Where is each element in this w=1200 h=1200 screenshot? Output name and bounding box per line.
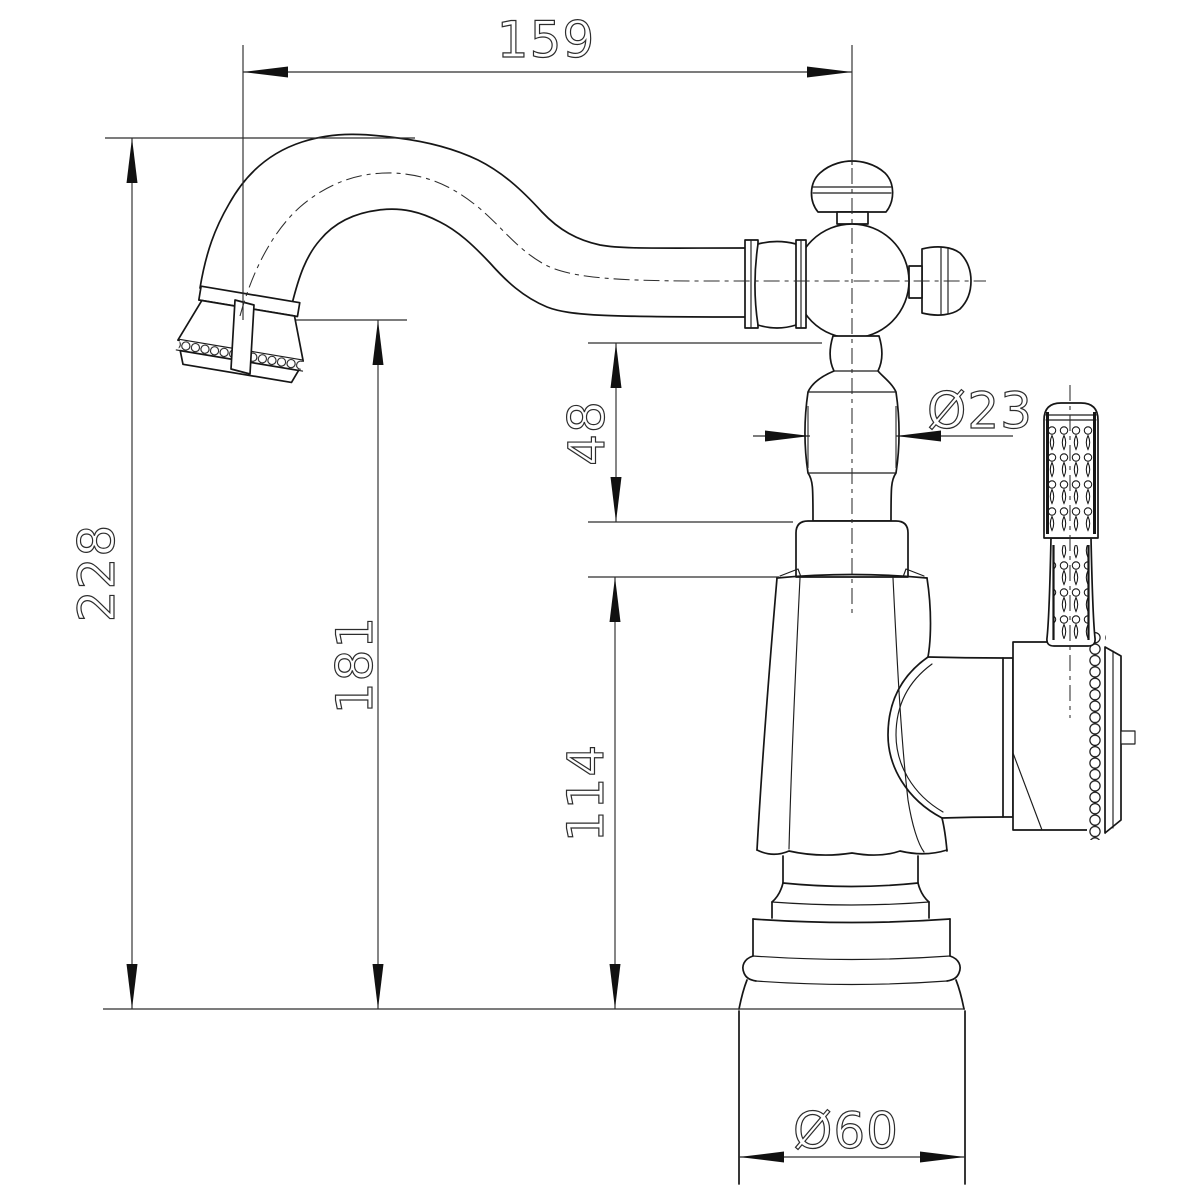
dim-label-d60: Ø60 [793,1102,899,1160]
dim-label-181: 181 [326,616,384,714]
base-pedestal [738,855,966,1185]
dim-label-228: 228 [68,524,126,622]
dimension-spout-gap: 48 [557,343,622,522]
spout-collar-barrel [754,240,800,329]
dimension-overall-height: 228 [67,138,138,1009]
valve-body [1012,641,1093,831]
dim-label-d23: Ø23 [927,382,1033,440]
cone-body [756,568,948,856]
handle [1043,402,1099,647]
dim-label-48: 48 [558,400,616,466]
boss-arc-outer [887,656,943,819]
aerator-strap [230,299,255,375]
dimension-neck-diameter: Ø23 [753,381,1033,442]
valve-housing [887,632,1136,840]
aerator-collar [197,285,301,318]
ball-joint [744,160,972,522]
dimension-body-height: 114 [556,577,621,1009]
extension-lines [103,45,965,1010]
faucet-outline [175,133,1136,1185]
spout-centerline [239,172,986,317]
base-shank [738,1010,966,1185]
dimension-annotations: 159 228 181 48 114 [67,10,1033,1163]
bonnet-pin [1120,730,1136,745]
flange-bead-ring [1087,632,1106,840]
spout [199,133,748,318]
dimension-base-diameter: Ø60 [739,1101,965,1163]
boss-arc-inner [895,663,944,813]
dim-label-114: 114 [557,744,615,842]
centerlines [239,168,1071,718]
dimension-spout-reach: 159 [243,10,852,78]
dim-label-159: 159 [497,11,595,69]
valve-collar [1002,657,1014,818]
dimension-outlet-height: 181 [325,320,385,1009]
side-knob-neck [908,265,923,299]
